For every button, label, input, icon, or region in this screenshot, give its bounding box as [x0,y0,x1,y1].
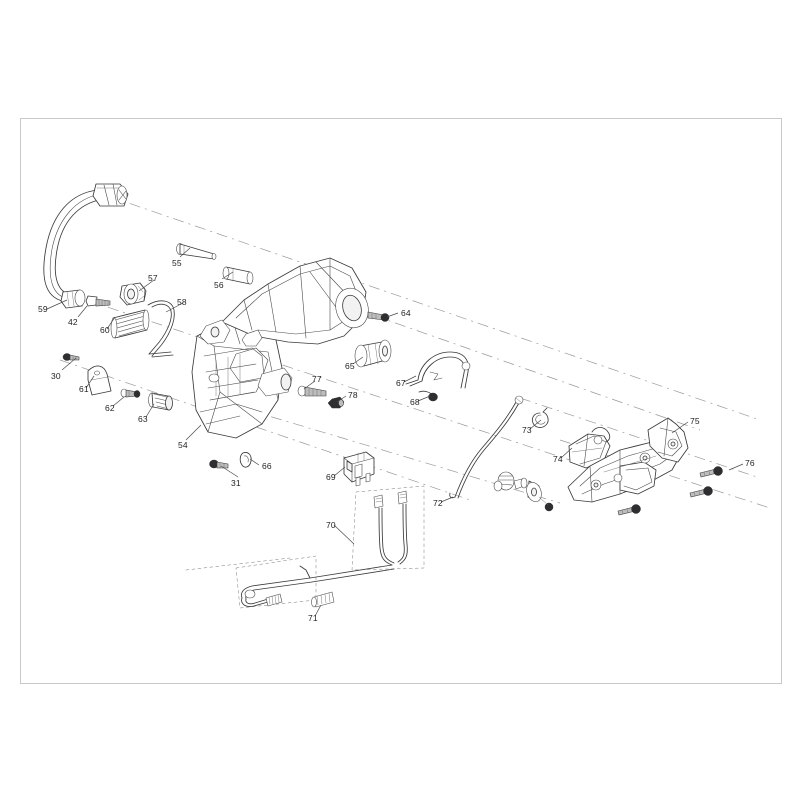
part-69-switch [343,451,375,487]
callout-69: 69 [326,472,336,482]
part-30-screw [62,353,80,361]
part-64-bolt [367,311,390,322]
callout-75: 75 [690,416,700,426]
callout-31: 31 [231,478,241,488]
callout-65: 65 [345,361,355,371]
callout-76: 76 [745,458,755,468]
callout-55: 55 [172,258,182,268]
callout-54: 54 [178,440,188,450]
part-31-screw [209,459,229,469]
callout-59: 59 [38,304,48,314]
part-62-screw [120,388,141,398]
damper-cluster [493,471,554,512]
part-60-coil-spring [110,309,150,339]
callout-61: 61 [79,384,89,394]
part-67-wire-bracket [405,351,471,389]
callout-62: 62 [105,403,115,413]
callout-60: 60 [100,325,110,335]
part-66-grommet [239,452,252,468]
callout-71: 71 [308,613,318,623]
part-42-screw [85,295,111,307]
part-59-front-handle-bar [43,183,129,309]
part-71-connector [311,591,335,608]
callout-56: 56 [214,280,224,290]
callout-74: 74 [553,454,563,464]
callout-68: 68 [410,397,420,407]
part-72-link-rod [449,395,524,499]
part-63-spring-assembly [148,392,173,411]
callout-30: 30 [51,371,61,381]
part-70-wire-harness [185,485,425,609]
part-77-screw [297,385,327,397]
diagram-border [20,118,782,684]
part-76-screws [617,466,723,516]
callout-42: 42 [68,317,78,327]
callout-57: 57 [148,273,158,283]
callout-77: 77 [312,374,322,384]
part-58-wire-bail [147,300,175,358]
callout-70: 70 [326,520,336,530]
callout-72: 72 [433,498,443,508]
callout-78: 78 [348,390,358,400]
callout-73: 73 [522,425,532,435]
callout-67: 67 [396,378,406,388]
part-56-spacer-sleeve [222,266,254,285]
part-73-clip-ring [531,407,549,428]
part-75-rear-handle [567,417,689,503]
callout-63: 63 [138,414,148,424]
part-55-long-bolt [176,243,217,260]
part-57-bushing [119,282,147,306]
leader-lines [46,247,744,617]
part-65-buffer [354,339,392,368]
callout-66: 66 [262,461,272,471]
part-61-cap [87,365,112,396]
part-54-main-housing [191,257,369,439]
part-74-handle-bracket [568,427,611,469]
callout-64: 64 [401,308,411,318]
callout-58: 58 [177,297,187,307]
